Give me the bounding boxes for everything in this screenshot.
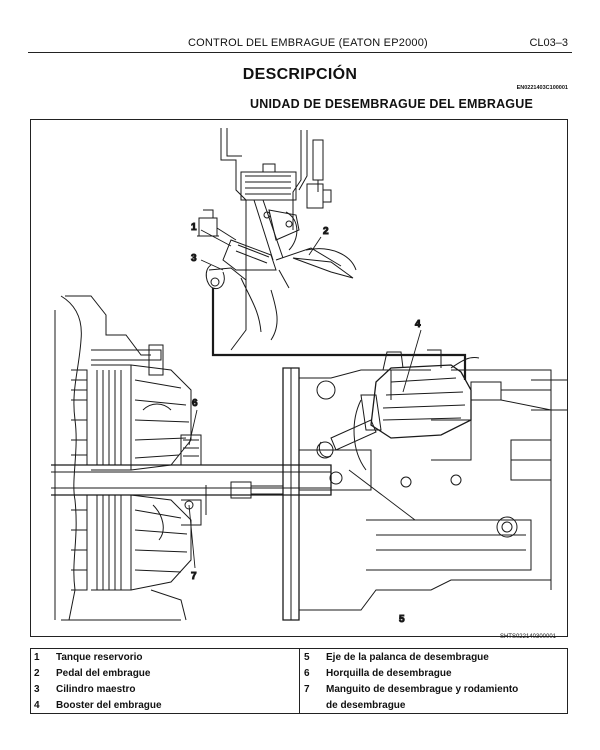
legend-divider [299,649,300,713]
clutch-release-figure: 1 2 3 4 5 6 7 [30,119,568,637]
figure-code: SHTS022140300001 [499,634,556,640]
leader-lines [188,229,422,569]
legend-column-left: 1 Tanque reservorio 2 Pedal del embrague… [34,650,294,714]
callout-5: 5 [399,614,405,625]
legend-number: 2 [34,668,40,679]
callout-7: 7 [191,571,197,582]
legend-number: 4 [34,700,40,711]
legend-number: 3 [34,684,40,695]
legend-label: Cilindro maestro [56,684,136,695]
legend-table: 1 Tanque reservorio 2 Pedal del embrague… [30,648,568,714]
callout-2: 2 [323,226,329,237]
callout-6: 6 [192,398,198,409]
running-header: CONTROL DEL EMBRAGUE (EATON EP2000) CL03… [28,34,572,53]
legend-item: 2 Pedal del embrague [34,666,294,682]
hydraulic-line [211,288,467,380]
legend-item: 3 Cilindro maestro [34,682,294,698]
subsection-title: UNIDAD DE DESEMBRAGUE DEL EMBRAGUE [250,97,533,111]
legend-number: 5 [304,652,310,663]
legend-item: 1 Tanque reservorio [34,650,294,666]
legend-column-right: 5 Eje de la palanca de desembrague 6 Hor… [304,650,564,714]
clutch-illustration: 1 2 3 4 5 6 7 [51,128,567,626]
legend-item: 4 Booster del embrague [34,698,294,714]
legend-item: 7 Manguito de desembrague y rodamiento [304,682,564,698]
legend-label: Eje de la palanca de desembrague [326,652,489,663]
callout-4: 4 [415,319,421,330]
page-number: CL03–3 [529,37,568,49]
legend-item: 6 Horquilla de desembrague [304,666,564,682]
legend-item: 5 Eje de la palanca de desembrague [304,650,564,666]
legend-label: Horquilla de desembrague [326,668,452,679]
pedal-bracket-drawing [197,128,357,351]
legend-number: 7 [304,684,310,695]
legend-number: 6 [304,668,310,679]
transmission-drawing [230,367,567,621]
section-title: DESCRIPCIÓN [242,66,358,83]
legend-label: Manguito de desembrague y rodamiento [326,684,519,695]
clutch-assembly-drawing [51,295,332,621]
legend-label: Pedal del embrague [56,668,151,679]
legend-label: Tanque reservorio [56,652,143,663]
section-code: EN0221403C100001 [516,85,568,91]
legend-label: Booster del embrague [56,700,162,711]
booster-drawing [318,349,480,458]
callout-3: 3 [191,253,197,264]
callout-1: 1 [191,222,197,233]
legend-label-continuation: de desembrague [326,700,406,711]
running-title: CONTROL DEL EMBRAGUE (EATON EP2000) [188,37,428,49]
legend-number: 1 [34,652,40,663]
legend-item-continuation: de desembrague [304,698,564,714]
